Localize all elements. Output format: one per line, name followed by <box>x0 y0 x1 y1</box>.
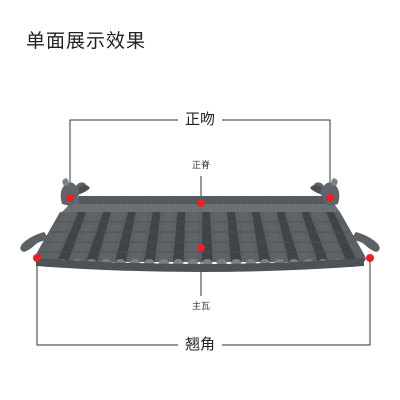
roof-tile-column <box>264 212 286 264</box>
roof-tile-column <box>251 212 271 264</box>
label-upturned-eave: 翘角 <box>177 337 223 352</box>
roof-tile-column <box>289 212 315 264</box>
roof-tile-column <box>42 212 74 264</box>
right-upturned-corner <box>350 232 380 252</box>
left-upturned-corner <box>20 232 50 252</box>
roof-tile-column <box>114 212 136 264</box>
label-ridge-ornament: 正吻 <box>177 112 223 127</box>
roof-tile-column <box>187 212 199 264</box>
marker-main-ridge <box>197 199 205 207</box>
marker-right-eave <box>366 254 374 262</box>
roof-tile-column <box>239 212 257 264</box>
eave-edge <box>36 258 364 272</box>
roof-tile-column <box>129 212 149 264</box>
markers <box>33 194 374 262</box>
roof-image <box>20 178 380 272</box>
roof-tile-column <box>158 212 173 264</box>
marker-left-ridge-ornament <box>66 194 74 202</box>
roof-tile-column <box>301 212 329 264</box>
marker-main-tile <box>197 244 205 252</box>
roof-tile-column <box>326 212 358 264</box>
roof-tile-column <box>276 212 300 264</box>
roof-tile-column <box>56 212 87 264</box>
marker-right-ridge-ornament <box>326 194 334 202</box>
label-main-ridge: 正脊 <box>188 162 214 171</box>
roof-tile-column <box>214 212 228 264</box>
roof-tile-column <box>85 212 111 264</box>
roof-tile-column <box>172 212 186 264</box>
roof-tile-column <box>201 212 213 264</box>
roof-tile-column <box>313 212 344 264</box>
label-main-tile: 主瓦 <box>188 303 214 312</box>
roof-tile-column <box>71 212 99 264</box>
roof-tile-column <box>100 212 124 264</box>
page-title: 单面展示效果 <box>26 30 147 52</box>
roof-tile-column <box>143 212 161 264</box>
marker-left-eave <box>33 254 41 262</box>
ridge-ornament-leader <box>69 119 331 190</box>
roof-tile-column <box>227 212 242 264</box>
